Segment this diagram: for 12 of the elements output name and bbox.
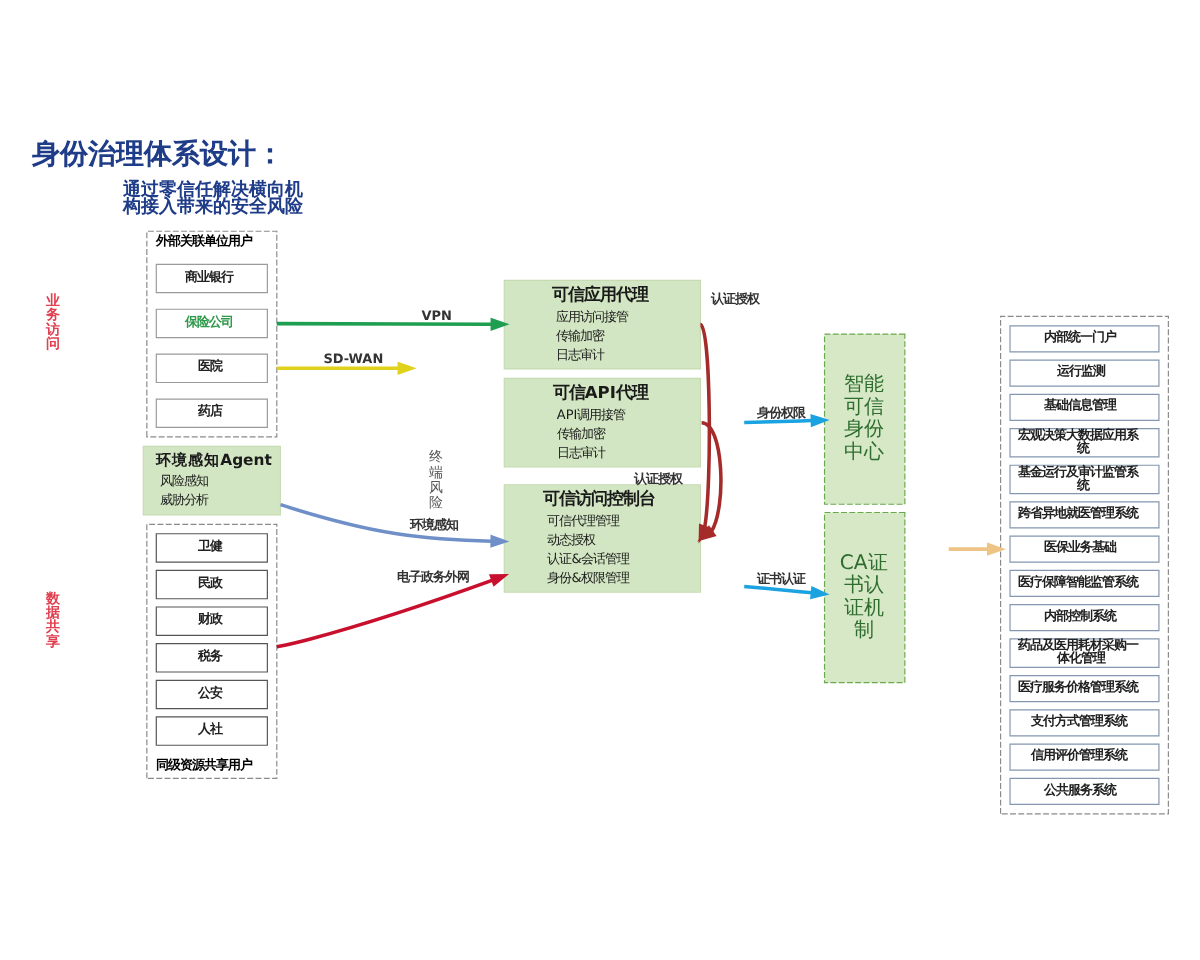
node-box: 智能可信身份中心 xyxy=(823,333,906,505)
node-box: CA证书认证机制 xyxy=(823,511,906,684)
cluster xyxy=(1000,315,1169,815)
arrow xyxy=(744,414,830,428)
arrow xyxy=(276,317,510,331)
arrow xyxy=(744,584,830,600)
arrow xyxy=(276,361,417,375)
arrow xyxy=(276,574,510,649)
label: 通过零信任解决横向机构接入带来的安全风险 xyxy=(122,180,303,219)
arrow xyxy=(280,503,510,548)
diagram-title: 身份治理体系设计： xyxy=(31,138,284,171)
arrow xyxy=(948,542,1006,556)
